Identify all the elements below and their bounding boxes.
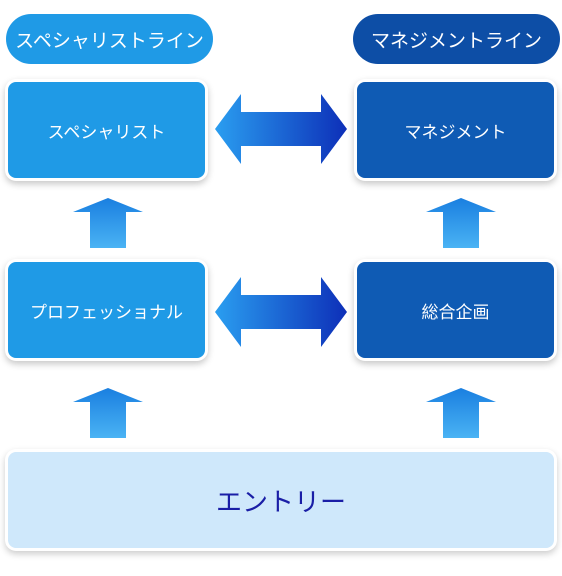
professional-box: プロフェッショナル bbox=[8, 262, 205, 358]
specialist-line-label: スペシャリストライン bbox=[6, 14, 213, 64]
entry-box: エントリー bbox=[8, 452, 554, 548]
specialist-label: スペシャリスト bbox=[47, 122, 166, 143]
top-double-arrow-icon bbox=[215, 94, 347, 164]
left-upper-up-arrow-icon bbox=[73, 198, 143, 248]
management-label: マネジメント bbox=[404, 122, 507, 143]
professional-label: プロフェッショナル bbox=[30, 302, 183, 323]
right-lower-up-arrow-icon bbox=[426, 388, 496, 438]
specialist-box: スペシャリスト bbox=[8, 82, 205, 178]
management-box: マネジメント bbox=[357, 82, 554, 178]
left-lower-up-arrow-icon bbox=[73, 388, 143, 438]
management-line-label: マネジメントライン bbox=[353, 14, 560, 64]
general-planning-label: 総合企画 bbox=[421, 302, 490, 323]
middle-double-arrow-icon bbox=[215, 277, 347, 347]
general-planning-box: 総合企画 bbox=[357, 262, 554, 358]
entry-label: エントリー bbox=[215, 487, 346, 518]
right-upper-up-arrow-icon bbox=[426, 198, 496, 248]
